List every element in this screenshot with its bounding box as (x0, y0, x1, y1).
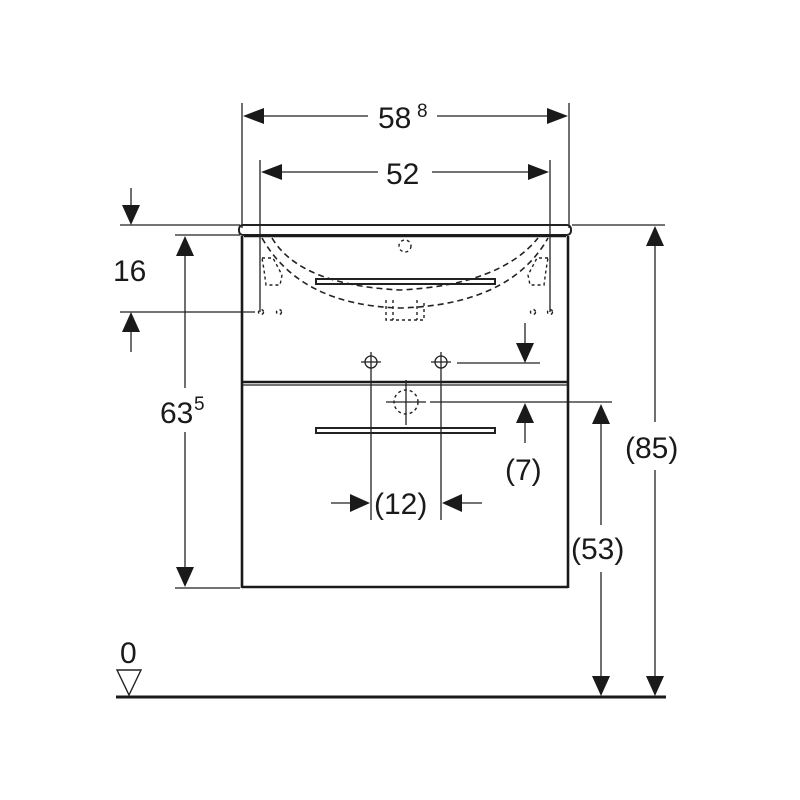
waste-offset-value: (7) (505, 454, 542, 487)
overflow-hole (398, 239, 412, 253)
cabinet (238, 224, 572, 589)
lower-drawer-handle (315, 427, 496, 434)
dimension-tap-spacing: (12) (331, 488, 482, 521)
cabinet-height-superscript: 5 (194, 394, 205, 415)
floor-level-value: 0 (120, 637, 137, 670)
dimension-top-offset: 16 (113, 188, 255, 352)
dimension-overall-width: 58 8 (241, 101, 570, 228)
cabinet-height-value: 63 (160, 397, 193, 430)
waste-height-value: (53) (571, 533, 624, 566)
floor-level-marker-icon (115, 669, 143, 697)
basin-width-value: 52 (386, 158, 419, 191)
tap-connections (361, 352, 451, 520)
tap-spacing-value: (12) (374, 488, 427, 521)
overall-width-superscript: 8 (417, 101, 428, 122)
top-offset-value: 16 (113, 255, 146, 288)
dimension-basin-width: 52 (259, 158, 551, 312)
floor-level: 0 (115, 637, 666, 699)
dimension-waste-offset: (7) (430, 323, 612, 487)
hidden-basin-outline (257, 237, 554, 321)
basin-rim (238, 224, 572, 236)
dimension-waste-height: (53) (571, 404, 624, 696)
overall-width-value: 58 (378, 102, 411, 135)
upper-drawer-handle (315, 278, 496, 285)
dimension-overall-height: (85) (572, 224, 678, 696)
dimension-cabinet-height: 63 5 (160, 234, 240, 589)
overall-height-value: (85) (625, 432, 678, 465)
